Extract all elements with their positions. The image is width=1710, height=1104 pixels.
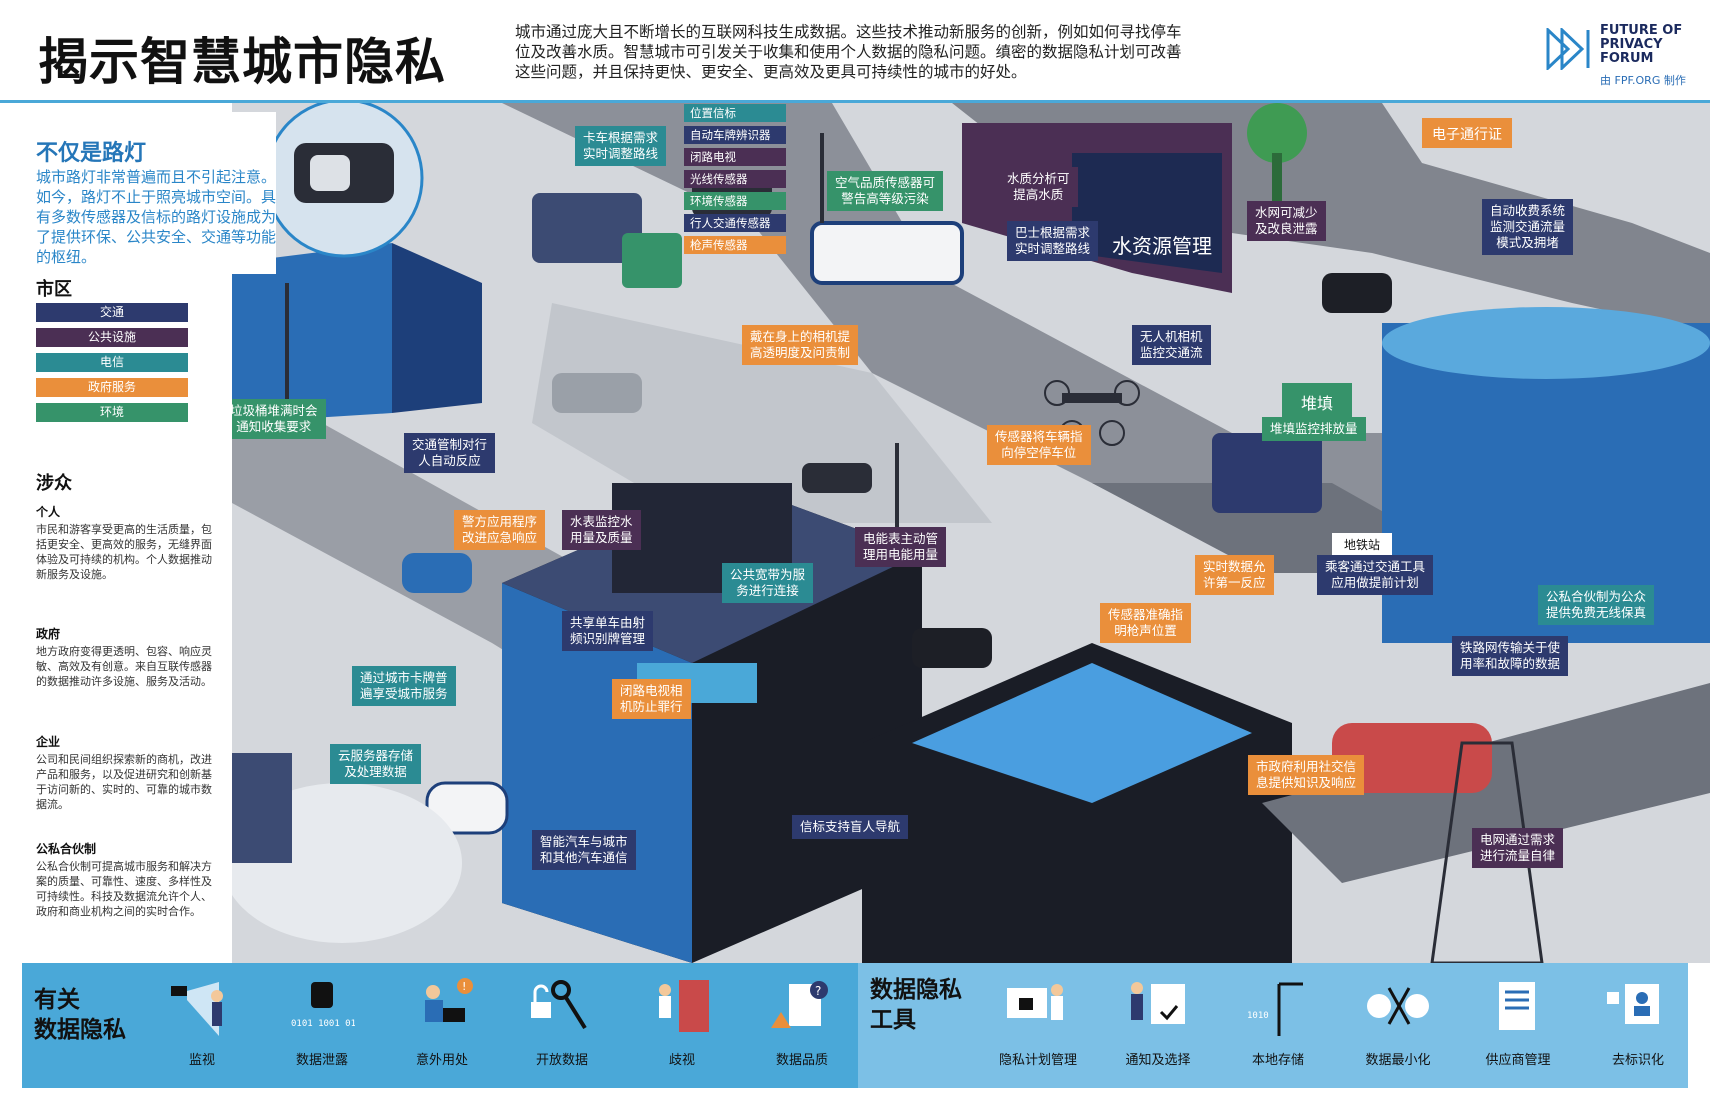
streetlamp-title: 不仅是路灯 — [36, 141, 147, 166]
stakeholder-ppp: 公私合伙制 公私合伙制可提高城市服务和解决方案的质量、可靠性、速度、多样性及可持… — [36, 842, 212, 918]
tool-deidentification: 去标识化 — [1593, 963, 1683, 1088]
tool-notice-choice: 通知及选择 — [1113, 963, 1203, 1088]
legend-transport: 交通 — [36, 303, 188, 322]
tool-local-storage: 1010 本地存储 — [1233, 963, 1323, 1088]
fpf-logo[interactable]: FUTURE OF PRIVACY FORUM 由 FPF.ORG 制作 — [1546, 23, 1696, 87]
logo-line-1: FUTURE OF — [1600, 23, 1683, 38]
concern-discrimination: 歧视 — [637, 963, 727, 1088]
legend-title: 市区 — [36, 279, 72, 300]
legend-utility: 公共设施 — [36, 328, 188, 347]
sign-water-bureau: 水资源管理 — [1112, 234, 1212, 258]
sensor-label-cctv: 闭路电视 — [684, 148, 786, 166]
tools-panel: 数据隐私 工具 隐私计划管理 通知及选择 1010 本地存储 数据最小化 供应商… — [858, 963, 1688, 1088]
svg-text:!: ! — [462, 980, 466, 993]
callout-water-quality: 水质分析可 提高水质 — [999, 167, 1078, 207]
callout-water-network: 水网可减少 及改良泄露 — [1247, 201, 1326, 241]
callout-water-meter: 水表监控水 用量及质量 — [562, 510, 641, 550]
callout-parking: 传感器将车辆指 向停空停车位 — [987, 425, 1091, 465]
logo-line-2: PRIVACY — [1600, 37, 1663, 52]
notice-choice-icon — [1131, 982, 1185, 1024]
concern-data-quality: ? 数据品质 — [757, 963, 847, 1088]
tools-title: 数据隐私 工具 — [870, 977, 962, 1033]
callout-landfill: 堆填监控排放量 — [1262, 417, 1366, 441]
fpf-logo-icon — [1546, 28, 1590, 70]
callout-transit-app: 乘客通过交通工具 应用做提前计划 — [1317, 555, 1434, 595]
legend-env: 环境 — [36, 403, 188, 422]
callout-toll: 自动收费系统 监测交通流量 模式及拥堵 — [1482, 199, 1574, 255]
logo-line-3: FORUM — [1600, 51, 1654, 66]
sign-etc: 电子通行证 — [1432, 127, 1502, 143]
sensor-label-beacon: 位置信标 — [684, 104, 786, 122]
unexpected-use-icon: ! — [425, 978, 473, 1022]
sensor-label-env: 环境传感器 — [684, 192, 786, 210]
tool-vendor-mgmt: 供应商管理 — [1473, 963, 1563, 1088]
header: 揭示智慧城市隐私 城市通过庞大且不断增长的互联网科技生成数据。这些技术推动新服务… — [0, 0, 1710, 98]
tool-minimization: 数据最小化 — [1353, 963, 1443, 1088]
callout-cctv: 闭路电视相 机防止罪行 — [612, 679, 691, 719]
header-divider — [0, 100, 1710, 103]
concern-surveillance: 监视 — [157, 963, 247, 1088]
callout-signal: 交通管制对行 人自动反应 — [404, 433, 496, 473]
local-storage-icon: 1010 — [1247, 982, 1303, 1036]
surveillance-icon — [171, 982, 223, 1036]
sensor-label-pedestrian: 行人交通传感器 — [684, 214, 786, 232]
intro-text: 城市通过庞大且不断增长的互联网科技生成数据。这些技术推动新服务的创新，例如如何寻… — [515, 23, 1182, 81]
sign-landfill: 堆填 — [1301, 394, 1333, 413]
callout-beacon: 信标支持盲人导航 — [792, 815, 909, 839]
callout-smartcar: 智能汽车与城市 和其他汽车通信 — [532, 830, 636, 870]
callout-broadband: 公共宽带为服 务进行连接 — [722, 563, 814, 603]
concern-unexpected-use: ! 意外用处 — [397, 963, 487, 1088]
data-breach-icon: 0101 1001 01 — [291, 982, 355, 1029]
callout-grid: 电网通过需求 进行流量自律 — [1472, 828, 1564, 868]
sensor-label-anpr: 自动车牌辨识器 — [684, 126, 786, 144]
callout-power-meter: 电能表主动管 理用电能用量 — [855, 527, 947, 567]
data-quality-icon: ? — [771, 981, 828, 1028]
concerns-title: 有关 数据隐私 — [34, 987, 126, 1043]
callout-bus: 巴士根据需求 实时调整路线 — [1007, 221, 1099, 261]
sensor-label-light: 光线传感器 — [684, 170, 786, 188]
discrimination-icon — [659, 980, 709, 1032]
legend-gov: 政府服务 — [36, 378, 188, 397]
data-minimization-icon — [1367, 987, 1429, 1025]
stakeholders-title: 涉众 — [36, 473, 72, 494]
logo-subtitle: 由 FPF.ORG 制作 — [1600, 74, 1686, 87]
callout-drone: 无人机相机 监控交通流 — [1132, 325, 1211, 365]
sensor-label-gunshot: 枪声传感器 — [684, 236, 786, 254]
privacy-program-icon — [1007, 984, 1063, 1020]
callout-bodycam: 戴在身上的相机提 高透明度及问责制 — [742, 325, 859, 365]
callout-realtime: 实时数据允 许第一反应 — [1195, 555, 1274, 595]
callout-city-card: 通过城市卡牌普 遍享受城市服务 — [352, 666, 456, 706]
callout-rail: 铁路网传输关于使 用率和故障的数据 — [1452, 636, 1569, 676]
stakeholder-individual: 个人 市民和游客享受更高的生活质量，包括更安全、更高效的服务，无缝界面体验及可持… — [36, 505, 212, 581]
svg-text:1010: 1010 — [1247, 1011, 1269, 1021]
legend-telecom: 电信 — [36, 353, 188, 372]
sign-metro: 地铁站 — [1344, 538, 1380, 552]
svg-text:?: ? — [815, 984, 821, 998]
open-lock-key-icon — [531, 980, 587, 1030]
deidentification-icon — [1607, 984, 1659, 1024]
streetlamp-text: 城市路灯非常普遍而且不引起注意。如今，路灯不止于照亮城市空间。具有多数传感器及信… — [36, 168, 277, 266]
footer-band: 有关 数据隐私 监视 0101 1001 01 数据泄露 ! 意外用处 开放数据… — [22, 963, 1688, 1088]
stakeholder-government: 政府 地方政府变得更透明、包容、响应灵敏、高效及有创意。来自互联传感器的数据推动… — [36, 627, 212, 688]
stakeholder-business: 企业 公司和民间组织探索新的商机，改进产品和服务，以及促进研究和创新基于访问新的… — [36, 735, 212, 811]
concern-breach: 0101 1001 01 数据泄露 — [277, 963, 367, 1088]
callout-air: 空气品质传感器可 警告高等级污染 — [827, 171, 944, 211]
callout-social: 市政府利用社交信 息提供知识及响应 — [1248, 755, 1365, 795]
vendor-contract-icon — [1499, 982, 1535, 1030]
page-title: 揭示智慧城市隐私 — [38, 33, 446, 91]
tool-program-mgmt: 隐私计划管理 — [993, 963, 1083, 1088]
svg-text:0101 1001 01: 0101 1001 01 — [291, 1019, 355, 1029]
callout-truck: 卡车根据需求 实时调整路线 — [575, 126, 667, 166]
callout-wifi: 公私合伙制为公众 提供免费无线保真 — [1538, 585, 1655, 625]
concern-open-data: 开放数据 — [517, 963, 607, 1088]
callout-police-app: 警方应用程序 改进应急响应 — [454, 510, 546, 550]
callout-cloud: 云服务器存储 及处理数据 — [330, 744, 422, 784]
sidebar: 不仅是路灯 城市路灯非常普遍而且不引起注意。如今，路灯不止于照亮城市空间。具有多… — [0, 103, 276, 963]
streetlamp-panel: 不仅是路灯 城市路灯非常普遍而且不引起注意。如今，路灯不止于照亮城市空间。具有多… — [0, 113, 277, 273]
city-illustration: 水资源管理 — [232, 103, 1710, 963]
callout-bike: 共享单车由射 频识别牌管理 — [562, 611, 654, 651]
callout-gunshot: 传感器准确指 明枪声位置 — [1100, 603, 1192, 643]
callout-trash: 垃圾桶堆满时会 通知收集要求 — [232, 399, 326, 439]
